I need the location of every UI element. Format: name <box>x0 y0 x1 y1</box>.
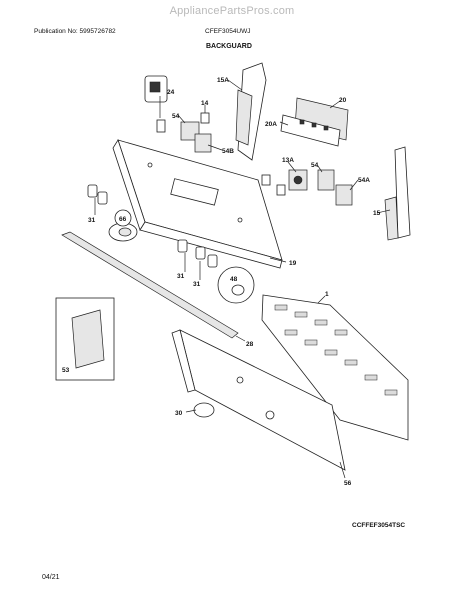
callout-31-mid: 31 <box>177 273 185 280</box>
diagram-code: CCFFEF3054TSC <box>352 522 406 529</box>
callout-20: 20 <box>339 97 347 104</box>
callout-28: 28 <box>246 341 254 348</box>
callout-48: 48 <box>230 276 238 283</box>
clock-board <box>280 97 349 147</box>
callout-54a: 54A <box>358 177 370 184</box>
watermark: AppliancePartsPros.com <box>169 5 295 17</box>
backguard-56 <box>171 329 346 471</box>
callout-13a: 13A <box>282 157 294 164</box>
callout-54-mid: 54 <box>311 162 319 169</box>
callout-54b: 54B <box>222 148 234 155</box>
detail-box-53 <box>55 297 115 381</box>
callout-56: 56 <box>344 480 352 487</box>
callout-54-top: 54 <box>172 113 180 120</box>
small-parts <box>156 112 353 206</box>
callout-30: 30 <box>175 410 183 417</box>
callout-19: 19 <box>289 260 297 267</box>
revision-date: 04/21 <box>42 574 60 581</box>
callout-66: 66 <box>119 216 127 223</box>
callout-24: 24 <box>167 89 175 96</box>
switch-24 <box>144 75 168 103</box>
bracket-15a <box>235 62 267 161</box>
cover-30 <box>193 402 215 418</box>
callout-15: 15 <box>373 210 381 217</box>
control-panel <box>112 139 283 269</box>
trim-28 <box>61 231 239 339</box>
callout-31-left: 31 <box>88 217 96 224</box>
section-title: BACKGUARD <box>206 43 252 50</box>
callout-1: 1 <box>325 291 329 298</box>
callout-53: 53 <box>62 367 70 374</box>
callout-15a: 15A <box>217 77 229 84</box>
callout-14: 14 <box>201 100 209 107</box>
publication-number: Publication No: 5995726782 <box>34 28 116 35</box>
callout-20a: 20A <box>265 121 277 128</box>
knobs-31 <box>87 184 218 268</box>
bracket-15 <box>384 146 411 241</box>
callout-31-low: 31 <box>193 281 201 288</box>
knob-48 <box>217 266 255 304</box>
callout-labels: 24 14 15A 20 20A 54 54B 13A 54 54A 31 66… <box>62 77 381 487</box>
rear-panel-1 <box>261 294 409 441</box>
model-number: CFEF3054UWJ <box>205 28 251 35</box>
leader-lines <box>94 79 391 479</box>
